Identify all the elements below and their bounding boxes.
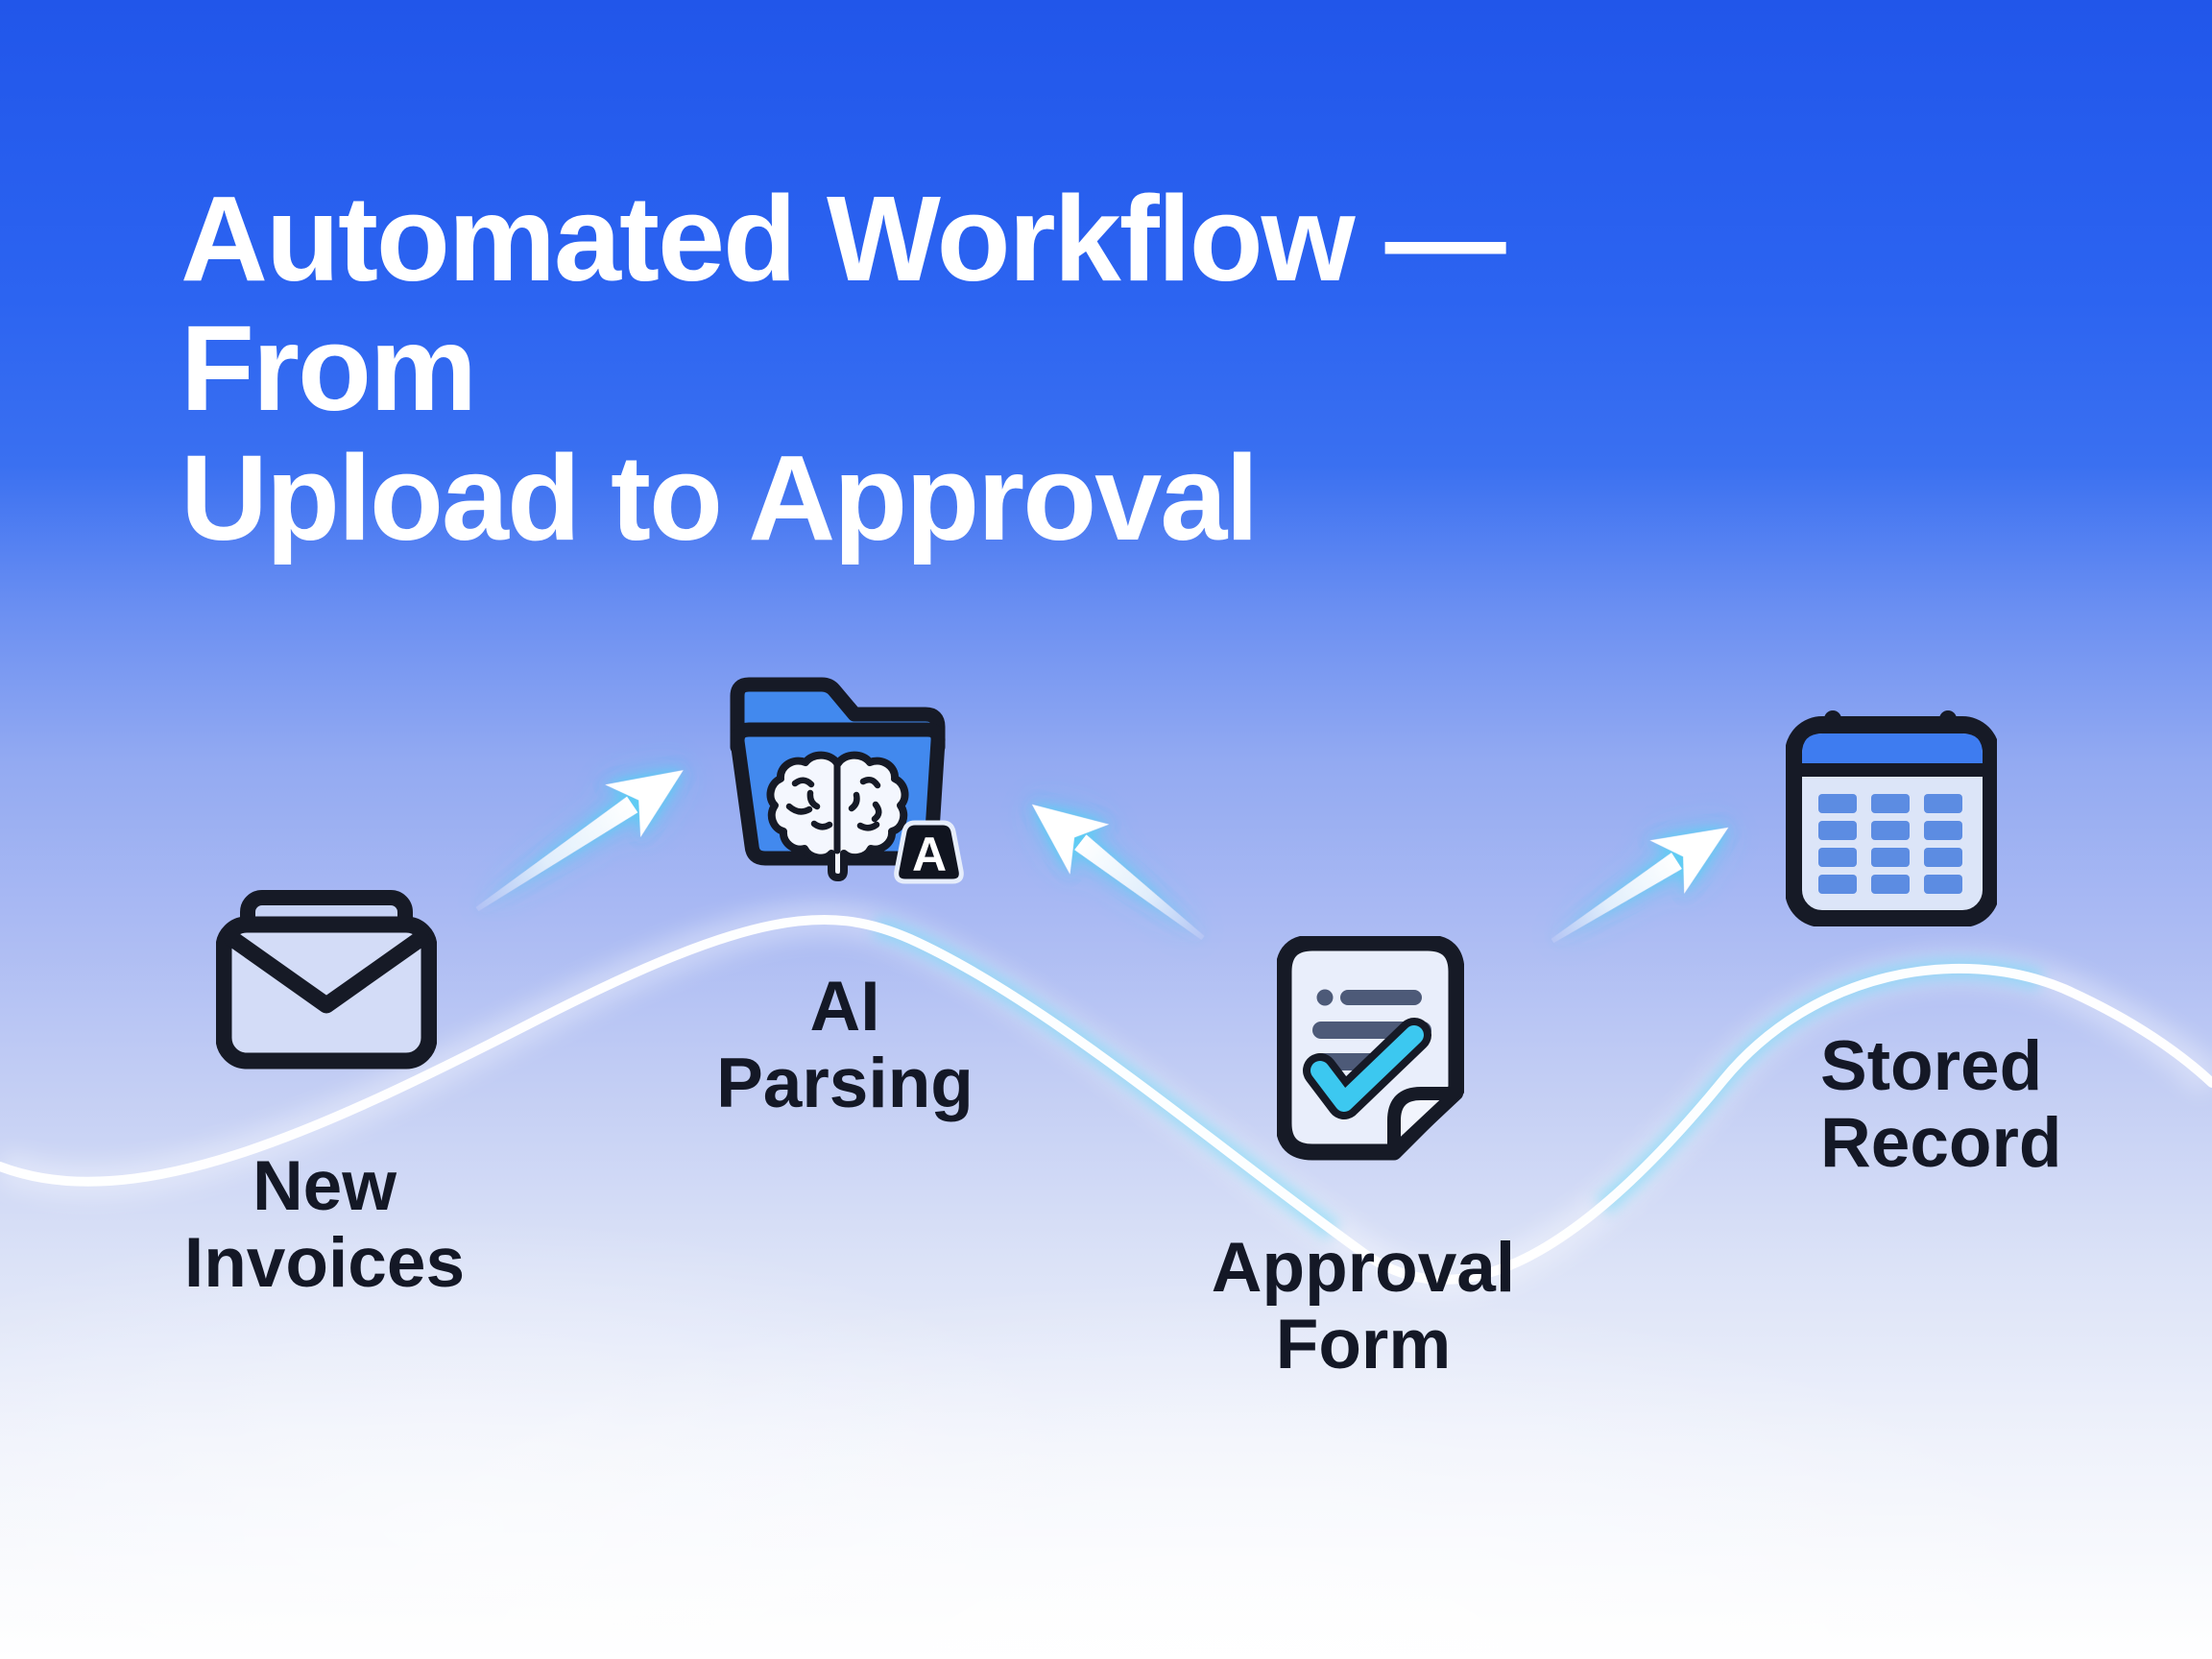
step-label-new-invoices: New Invoices	[183, 1147, 466, 1303]
ai-badge-letter: A	[912, 828, 947, 881]
calendar-grid	[1818, 794, 1962, 894]
brain-icon	[766, 751, 909, 881]
arrow-up-left-icon	[1031, 804, 1205, 940]
ai-badge: A	[894, 820, 964, 884]
folded-corner	[1387, 1087, 1463, 1159]
arrow-up-right-icon	[1551, 827, 1729, 944]
step-label-ai-parsing: AI Parsing	[716, 968, 974, 1123]
page-title: Automated Workflow — From Upload to Appr…	[180, 171, 1506, 565]
calendar-icon	[1786, 710, 1997, 926]
arrow-up-right-icon	[475, 770, 684, 912]
flow-wave	[0, 902, 2212, 1298]
step-label-stored-record: Stored Record	[1820, 1027, 2062, 1183]
checkmark-icon	[1303, 1018, 1431, 1119]
step-label-approval-form: Approval Form	[1211, 1229, 1516, 1384]
document-check-icon	[1277, 936, 1464, 1161]
calendar-header	[1802, 733, 1983, 765]
mail-icon	[216, 890, 437, 1070]
folder-brain-icon: A	[730, 677, 964, 884]
